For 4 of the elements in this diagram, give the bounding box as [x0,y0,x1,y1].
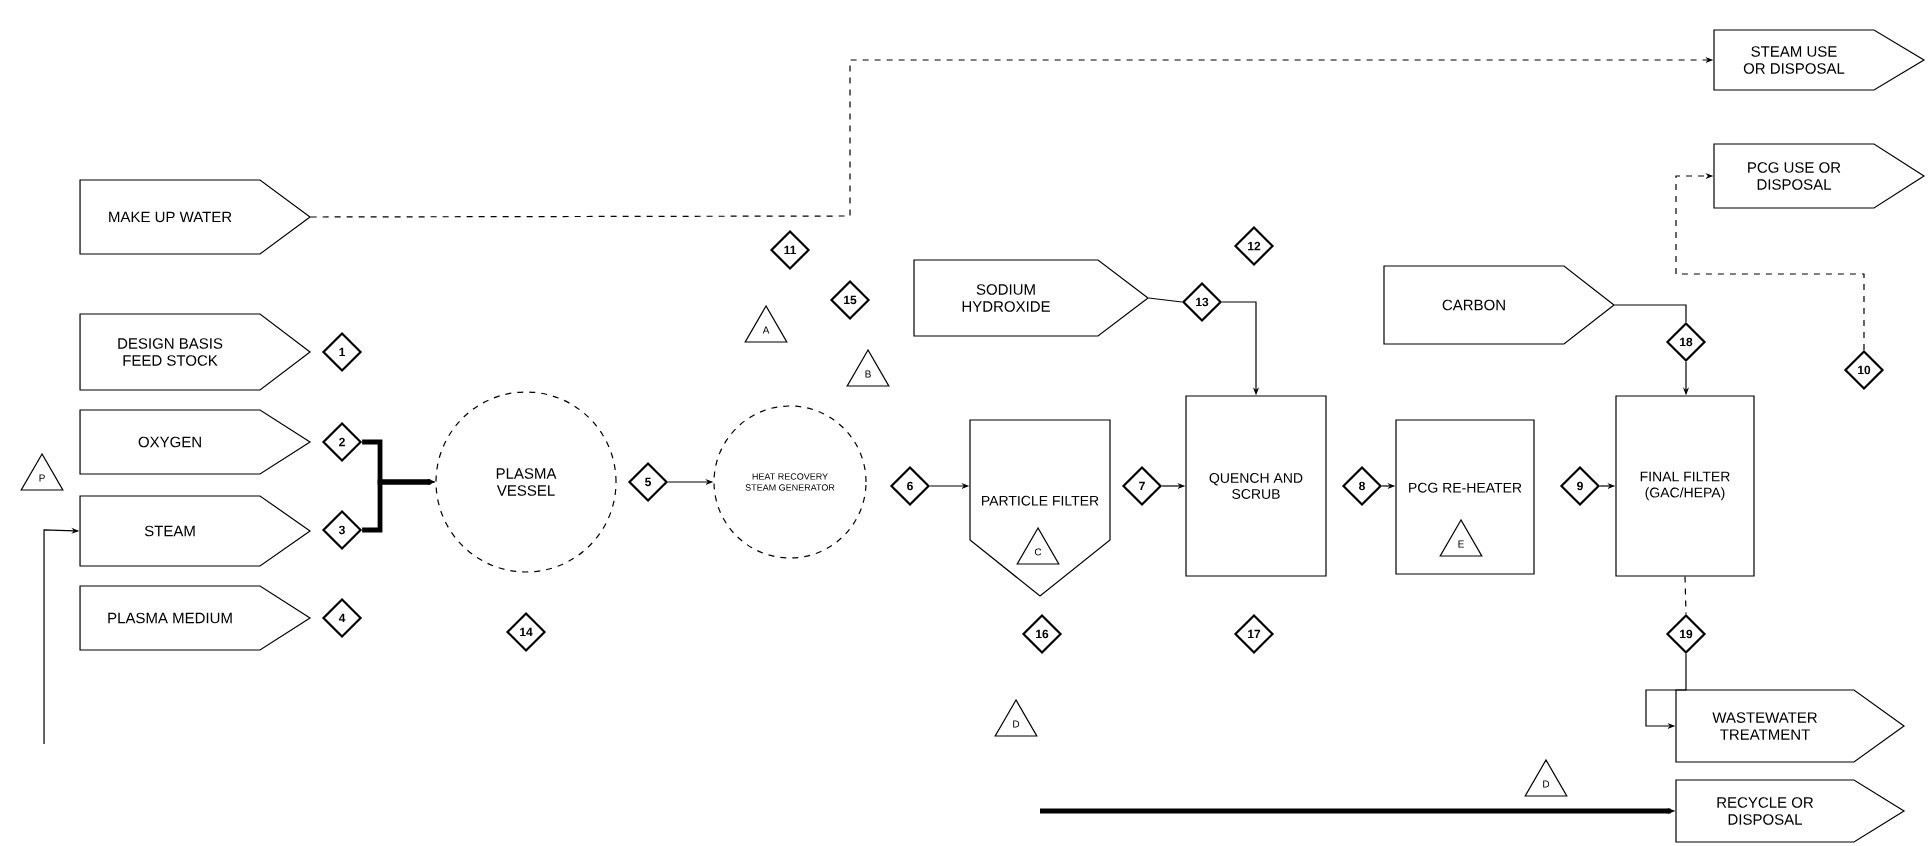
flow-line [1148,297,1183,303]
flow-line [1614,304,1687,323]
flow-line [1684,576,1687,615]
flow-line [1675,172,1865,351]
